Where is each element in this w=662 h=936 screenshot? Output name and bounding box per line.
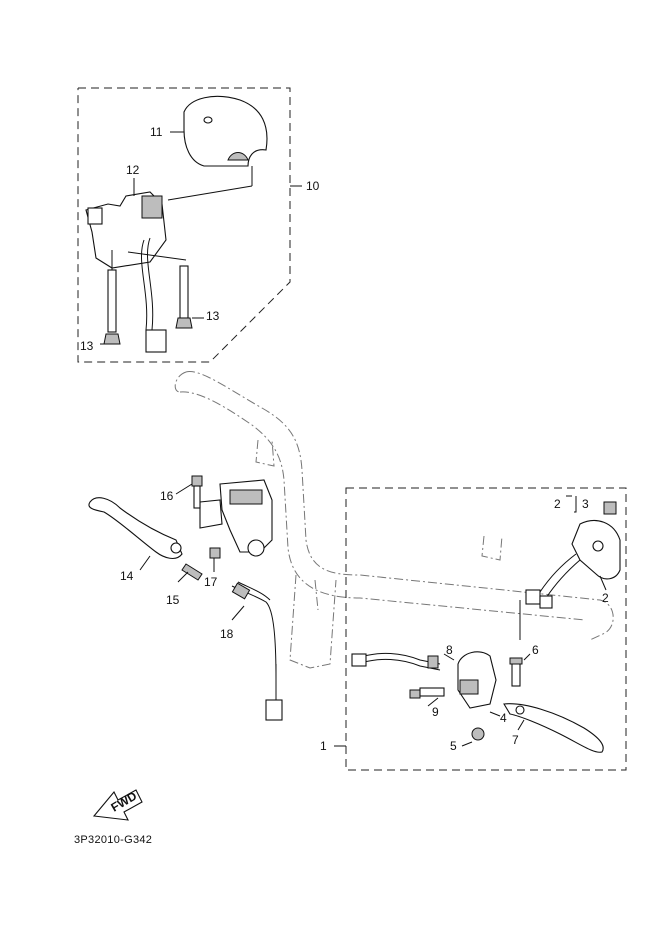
callout-9: 9 [432,705,439,719]
screw-part [175,265,204,329]
bracket-part [566,495,617,515]
callout-13: 13 [80,339,94,353]
bolt-part [175,475,203,509]
fwd-direction-arrow: FWD [92,789,143,821]
assembly-box-10 [77,87,302,363]
leader-line [167,185,253,201]
clutch-switch-part [351,652,455,671]
callout-7: 7 [512,733,519,747]
callout-12: 12 [126,163,140,177]
callout-3: 3 [582,497,589,511]
diagram-part-code: 3P32010-G342 [74,834,153,846]
clutch-holder-part [457,651,501,717]
handlebar-outline [174,371,614,669]
bolt-part [509,653,531,687]
assembly-box-1 [334,487,627,771]
callout-4: 4 [500,711,507,725]
front-brake-lever-part [88,497,183,571]
callout-2: 2 [602,591,609,605]
screw-part [409,687,445,707]
brake-switch-part [231,581,283,721]
callout-11: 11 [150,125,163,139]
master-cylinder-part [199,479,273,557]
callout-16: 16 [160,489,174,503]
callout-14: 14 [120,569,134,583]
callout-8: 8 [446,643,453,657]
callout-5: 5 [450,739,457,753]
callout-13: 13 [206,309,220,323]
right-switch-part [525,520,621,609]
callout-18: 18 [220,627,234,641]
screw-part [100,250,121,345]
callout-1: 1 [320,739,327,753]
callout-2: 2 [554,497,561,511]
switch-cover-part [170,95,268,167]
clutch-lever-part [503,703,604,753]
callout-17: 17 [204,575,218,589]
callout-10: 10 [306,179,320,193]
callout-6: 6 [532,643,539,657]
nut-part [461,727,485,747]
callout-15: 15 [166,593,180,607]
pivot-bolt-part [177,563,203,583]
nut-part [209,547,221,572]
switch-body-part [85,178,187,353]
